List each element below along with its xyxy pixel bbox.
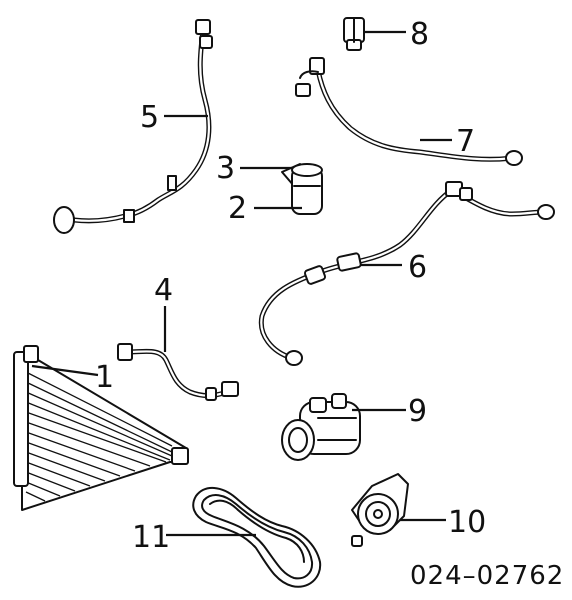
callout-1: 1 (95, 360, 114, 395)
callout-2: 2 (228, 191, 247, 226)
leader-lines (31, 30, 452, 537)
part-8-pressure-switch (343, 17, 365, 51)
part-10-belt-tensioner (351, 473, 409, 547)
part-5-ac-line (53, 19, 213, 234)
callout-7: 7 (456, 124, 475, 159)
part-6-suction-line (258, 181, 555, 366)
part-1-condenser (13, 345, 189, 511)
callout-4: 4 (154, 273, 173, 308)
part-9-compressor (281, 393, 361, 461)
callout-6: 6 (408, 250, 427, 285)
callout-9: 9 (408, 394, 427, 429)
part-11-drive-belt (192, 487, 322, 588)
callout-8: 8 (410, 17, 429, 52)
callout-5: 5 (140, 100, 159, 135)
part-2-receiver-drier (291, 163, 323, 215)
callout-10: 10 (448, 505, 486, 540)
document-number: 024–02762 (410, 561, 564, 591)
part-7-ac-line (295, 57, 523, 166)
leader-1 (31, 364, 99, 377)
part-4-pressure-line (117, 343, 239, 401)
callout-3: 3 (216, 151, 235, 186)
callout-11: 11 (132, 520, 170, 555)
